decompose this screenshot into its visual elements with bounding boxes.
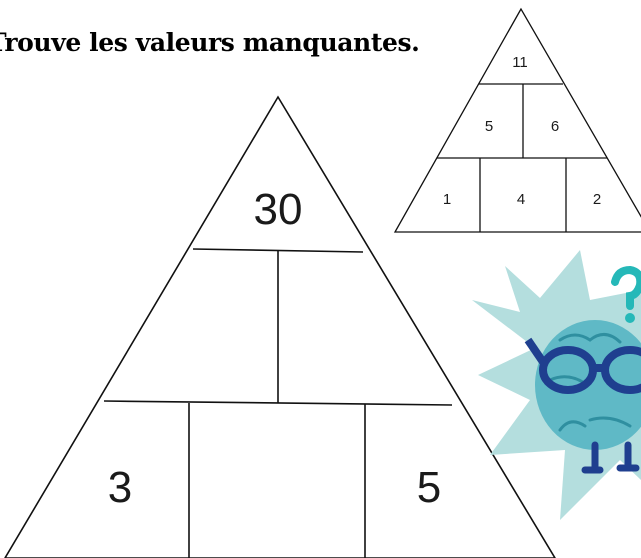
example-pyramid-outline (393, 7, 641, 233)
main-row-divider-1 (192, 248, 364, 253)
example-pyramid (393, 7, 641, 233)
main-bottom-right-value: 5 (417, 463, 441, 512)
brain-legs (581, 441, 640, 474)
main-pyramid (4, 95, 556, 558)
glasses-icon (524, 337, 641, 394)
example-middle-right-value: 6 (551, 118, 559, 135)
main-pyramid-cells[interactable]: 30 3 5 (108, 185, 441, 512)
question-mark-icon (611, 265, 641, 310)
example-bottom-left-value: 1 (443, 191, 451, 208)
example-middle-left-value: 5 (485, 118, 493, 135)
main-top-value: 30 (254, 185, 303, 234)
example-pyramid-values: 11 5 6 1 4 2 (443, 54, 601, 208)
example-bottom-right-value: 2 (593, 191, 601, 208)
main-pyramid-outline (4, 95, 556, 558)
example-bottom-middle-value: 4 (517, 191, 525, 208)
instruction-title: Trouve les valeurs manquantes. (0, 28, 420, 57)
thinking-brain-with-glasses-icon (472, 250, 641, 520)
brain-folds (548, 333, 632, 432)
example-top-value: 11 (512, 54, 528, 71)
question-mark-dot (625, 313, 635, 323)
main-bottom-left-value: 3 (108, 463, 132, 512)
